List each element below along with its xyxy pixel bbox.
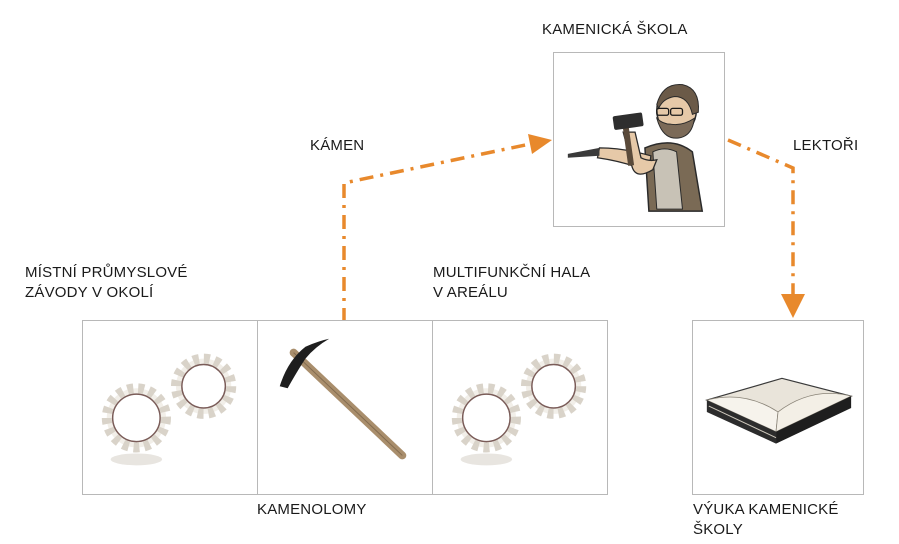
teaching-title-line1: VÝUKA KAMENICKÉ xyxy=(693,500,839,520)
quarries-box xyxy=(257,320,433,495)
factories-title-line1: MÍSTNÍ PRŮMYSLOVÉ xyxy=(25,263,188,283)
stonemason-icon xyxy=(554,53,724,226)
hall-title-line2: V AREÁLU xyxy=(433,283,508,303)
school-title: KAMENICKÁ ŠKOLA xyxy=(542,20,688,40)
gears-icon xyxy=(83,321,257,494)
school-box xyxy=(553,52,725,227)
hall-box xyxy=(432,320,608,495)
teaching-title-line2: ŠKOLY xyxy=(693,520,743,540)
pickaxe-icon xyxy=(258,321,432,494)
lecturers-flow-arrow xyxy=(728,140,805,318)
open-book-icon xyxy=(693,321,863,494)
gears-icon xyxy=(433,321,607,494)
teaching-box xyxy=(692,320,864,495)
stone-flow-label: KÁMEN xyxy=(310,136,364,156)
lecturers-flow-label: LEKTOŘI xyxy=(793,136,858,156)
factories-box xyxy=(82,320,258,495)
factories-title-line2: ZÁVODY V OKOLÍ xyxy=(25,283,153,303)
hall-title-line1: MULTIFUNKČNÍ HALA xyxy=(433,263,590,283)
quarries-title: KAMENOLOMY xyxy=(257,500,367,520)
